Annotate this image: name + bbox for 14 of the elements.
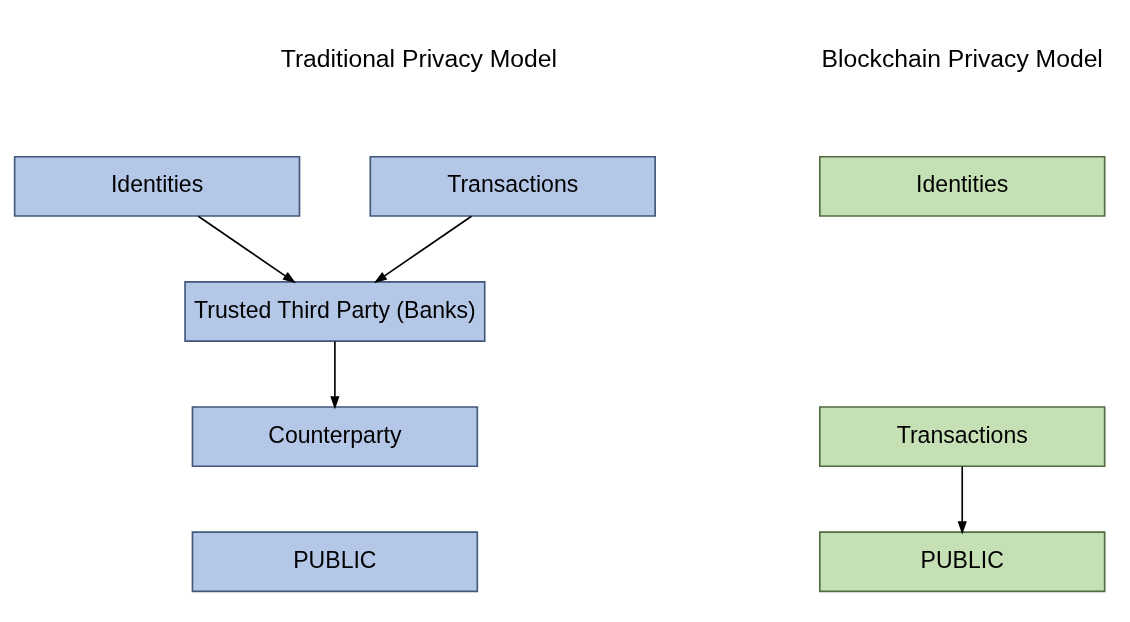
node-box: Trusted Third Party (Banks) (184, 280, 486, 342)
node-box: Transactions (818, 405, 1106, 467)
node-box: PUBLIC (818, 530, 1106, 592)
label: Blockchain Privacy Model (821, 44, 1103, 72)
node-box: PUBLIC (191, 530, 479, 592)
arrow (373, 214, 473, 283)
arrow (957, 465, 967, 534)
node-box: Identities (818, 155, 1106, 217)
label: Traditional Privacy Model (280, 44, 557, 72)
arrow (330, 340, 340, 409)
arrow (197, 214, 296, 283)
node-box: Counterparty (191, 405, 479, 467)
node-box: Identities (13, 155, 301, 217)
node-box: Transactions (369, 155, 656, 217)
